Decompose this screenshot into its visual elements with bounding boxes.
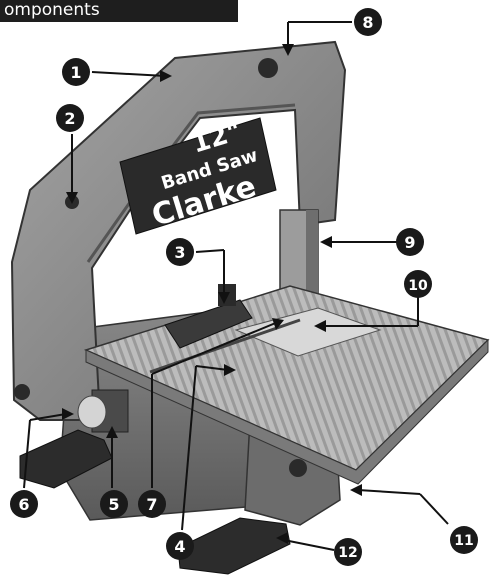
right-footswitch xyxy=(177,517,291,575)
rip-fence xyxy=(164,299,253,349)
callout-1: 1 xyxy=(62,58,90,86)
callout-7-label: 7 xyxy=(146,495,157,514)
cabinet-knob xyxy=(289,459,307,477)
section-header: omponents xyxy=(0,0,238,22)
lower-side-knob xyxy=(14,384,30,400)
callout-5: 5 xyxy=(100,490,128,518)
callout-12-label: 12 xyxy=(338,545,357,561)
callout-10-label: 10 xyxy=(408,278,428,294)
callout-6: 6 xyxy=(10,490,38,518)
callout-4: 4 xyxy=(166,532,194,560)
callout-11: 11 xyxy=(450,526,478,554)
callout-2: 2 xyxy=(56,104,84,132)
mitre-groove xyxy=(149,318,301,374)
callout-8-label: 8 xyxy=(362,13,373,32)
callout-7: 7 xyxy=(138,490,166,518)
callout-3: 3 xyxy=(166,238,194,266)
callout-8: 8 xyxy=(354,8,382,36)
callout-1-label: 1 xyxy=(70,63,81,82)
callout-10: 10 xyxy=(404,270,432,298)
brand-badge xyxy=(119,117,277,235)
callout-3-label: 3 xyxy=(174,243,185,262)
work-table-edge xyxy=(85,338,489,485)
callout-6-label: 6 xyxy=(18,495,29,514)
callout-9-label: 9 xyxy=(404,233,415,252)
callout-4-label: 4 xyxy=(174,537,185,556)
leader-lines xyxy=(23,21,449,551)
callout-11-label: 11 xyxy=(454,533,473,549)
top-tension-knob xyxy=(258,58,278,78)
callout-5-label: 5 xyxy=(108,495,119,514)
saw-frame xyxy=(10,40,347,421)
leader-arrowheads xyxy=(62,44,362,544)
callout-12: 12 xyxy=(334,538,362,566)
table-insert-plate xyxy=(234,307,382,357)
callout-9: 9 xyxy=(396,228,424,256)
callout-2-label: 2 xyxy=(64,109,75,128)
motor-shaft xyxy=(77,395,107,429)
